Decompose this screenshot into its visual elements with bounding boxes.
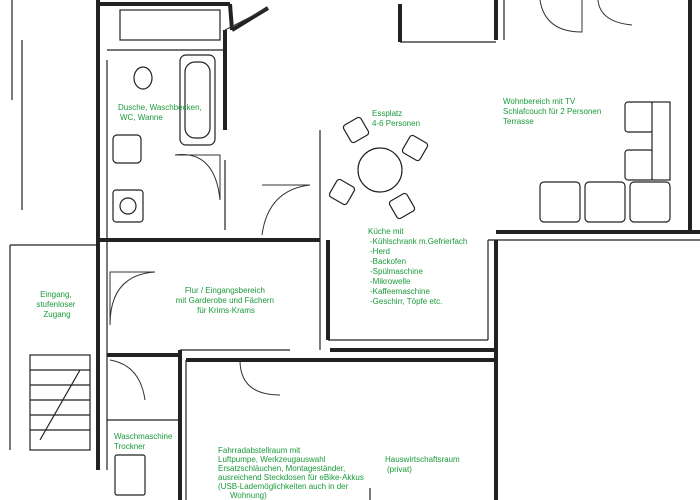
door-living-1: [539, 0, 583, 33]
dining-set: [328, 116, 429, 220]
door-laundry: [109, 359, 146, 401]
door-hall: [109, 271, 156, 326]
door-top: [224, 7, 269, 31]
doors: [109, 0, 633, 401]
door-bathroom: [174, 154, 221, 201]
door-bike: [239, 359, 281, 396]
bathroom-fixtures: [112, 9, 221, 223]
toilet: [133, 66, 153, 90]
stair-frame: [29, 354, 91, 451]
wall-top-diag: [230, 6, 270, 32]
chair-2: [401, 134, 429, 162]
counter-top: [119, 9, 221, 41]
stair-arrow: [39, 369, 81, 441]
chair-4: [388, 192, 416, 220]
chair-3: [328, 178, 356, 206]
label-entrance: Eingang, stufenloser Zugang: [36, 290, 77, 319]
label-bathroom: Dusche, Waschbecken, WC, Wanne: [118, 103, 204, 122]
door-living-2: [597, 0, 633, 26]
label-dining: Essplatz 4-6 Personen: [372, 109, 420, 128]
walls: [9, 0, 700, 500]
label-hall: Flur / Eingangsbereich mit Garderobe und…: [176, 286, 277, 315]
washbasin: [112, 134, 142, 164]
washing-machine: [114, 454, 146, 496]
door-kitchen: [261, 184, 311, 236]
label-laundry: Waschmaschine Trockner: [114, 432, 175, 451]
stairs: [29, 354, 91, 451]
wall-top-step: [228, 3, 234, 31]
label-bike-room: Fahrradabstellraum mit Luftpumpe, Werkze…: [218, 446, 366, 500]
label-utility-room: Hauswirtschaftsraum (privat): [385, 455, 462, 474]
sofa: [539, 101, 671, 223]
dining-table: [357, 147, 403, 193]
label-kitchen: Küche mit -Kühlschrank m.Gefrierfach -He…: [368, 227, 470, 306]
chair-1: [342, 116, 370, 144]
label-living: Wohnbereich mit TV Schlafcouch für 2 Per…: [503, 97, 604, 126]
